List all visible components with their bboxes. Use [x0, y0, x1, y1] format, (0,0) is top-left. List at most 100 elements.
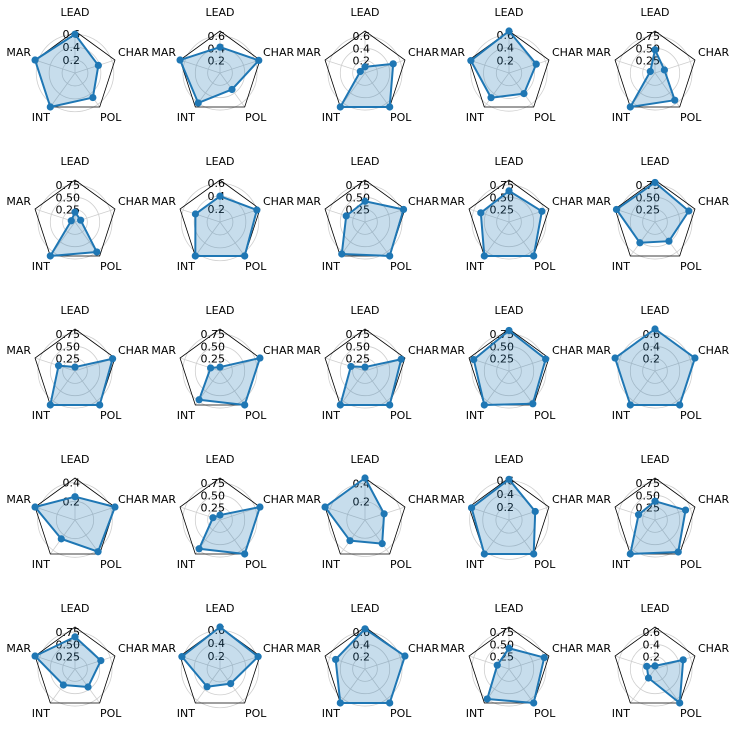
grid-spoke: [49, 72, 76, 108]
axis-label-lead: LEAD: [205, 6, 234, 19]
axis-label-mar: MAR: [586, 642, 611, 655]
data-point: [480, 252, 488, 260]
data-point: [401, 652, 409, 660]
grid-spoke: [629, 221, 656, 257]
axis-label-lead: LEAD: [60, 6, 89, 19]
axis-label-pol: POL: [390, 409, 412, 422]
radial-tick-label: 0.75: [636, 477, 661, 490]
axis-label-mar: MAR: [586, 195, 611, 208]
radar-frame: [179, 626, 261, 704]
axis-label-char: CHAR: [408, 344, 439, 357]
axis-label-mar: MAR: [151, 344, 176, 357]
radar-frame: [179, 477, 261, 555]
radial-tick-label: 0.75: [346, 328, 371, 341]
data-point: [191, 210, 200, 218]
data-point: [520, 89, 528, 98]
data-point: [660, 66, 668, 74]
radial-tick-label: 0.4: [63, 477, 81, 490]
data-point: [67, 217, 75, 225]
data-polygon: [339, 62, 395, 108]
grid-spoke: [508, 72, 535, 108]
data-point: [626, 550, 634, 558]
axis-label-pol: POL: [390, 558, 412, 571]
data-point: [530, 252, 538, 260]
axis-label-lead: LEAD: [640, 602, 669, 615]
data-point: [505, 475, 513, 483]
axis-label-int: INT: [32, 260, 50, 273]
data-point: [505, 644, 513, 652]
radial-tick-label: 0.4: [643, 638, 661, 651]
data-point: [342, 212, 350, 220]
data-point: [361, 197, 369, 205]
grid-spoke: [74, 370, 101, 406]
data-polygon: [179, 46, 260, 104]
radial-tick-label: 0.4: [353, 42, 371, 55]
axis-label-pol: POL: [245, 409, 267, 422]
data-polygon: [469, 30, 538, 99]
axis-label-char: CHAR: [698, 344, 729, 357]
data-point: [209, 514, 217, 522]
radial-tick-label: 0.75: [346, 179, 371, 192]
radial-tick-label: 0.4: [497, 488, 515, 501]
axis-label-char: CHAR: [118, 493, 149, 506]
data-point: [612, 205, 621, 214]
data-point: [487, 94, 495, 102]
axis-label-int: INT: [177, 111, 195, 124]
data-point: [651, 325, 659, 333]
data-point: [386, 699, 394, 707]
grid-spoke: [34, 506, 76, 521]
grid-spoke: [508, 59, 550, 74]
data-point: [636, 239, 644, 247]
axis-label-lead: LEAD: [494, 6, 523, 19]
data-point: [626, 103, 634, 111]
grid-spoke: [339, 221, 366, 257]
axis-label-lead: LEAD: [640, 6, 669, 19]
axis-label-lead: LEAD: [494, 304, 523, 317]
data-point: [685, 207, 693, 215]
grid-spoke: [179, 208, 221, 223]
radial-tick-label: 0.25: [201, 502, 226, 515]
axis-label-int: INT: [466, 707, 484, 720]
grid-spoke: [508, 519, 535, 555]
grid-spoke: [194, 221, 221, 257]
axis-label-lead: LEAD: [60, 602, 89, 615]
axis-label-mar: MAR: [440, 493, 465, 506]
axis-label-mar: MAR: [151, 493, 176, 506]
data-point: [386, 103, 394, 111]
axis-label-char: CHAR: [263, 195, 294, 208]
grid-spoke: [74, 519, 101, 555]
axis-label-mar: MAR: [296, 195, 321, 208]
data-point: [216, 43, 224, 51]
data-point: [467, 504, 476, 512]
data-point: [253, 206, 261, 214]
data-point: [380, 510, 388, 518]
axis-label-pol: POL: [390, 707, 412, 720]
data-point: [195, 396, 203, 404]
grid-spoke: [468, 506, 510, 521]
data-point: [674, 548, 682, 556]
axis-label-pol: POL: [534, 111, 556, 124]
axis-label-int: INT: [32, 409, 50, 422]
radial-tick-label: 0.2: [643, 651, 661, 664]
data-point: [346, 537, 354, 545]
radar-frame: [179, 30, 261, 108]
axis-label-pol: POL: [245, 111, 267, 124]
data-point: [530, 699, 538, 707]
axis-label-pol: POL: [680, 558, 702, 571]
axis-label-char: CHAR: [552, 344, 583, 357]
data-point: [93, 248, 101, 256]
data-point: [96, 401, 104, 409]
axis-label-lead: LEAD: [350, 6, 379, 19]
grid-spoke: [483, 370, 510, 406]
radar-frame: [34, 477, 116, 555]
radial-tick-label: 0.50: [346, 340, 371, 353]
axis-label-pol: POL: [390, 111, 412, 124]
grid-spoke: [468, 59, 510, 74]
